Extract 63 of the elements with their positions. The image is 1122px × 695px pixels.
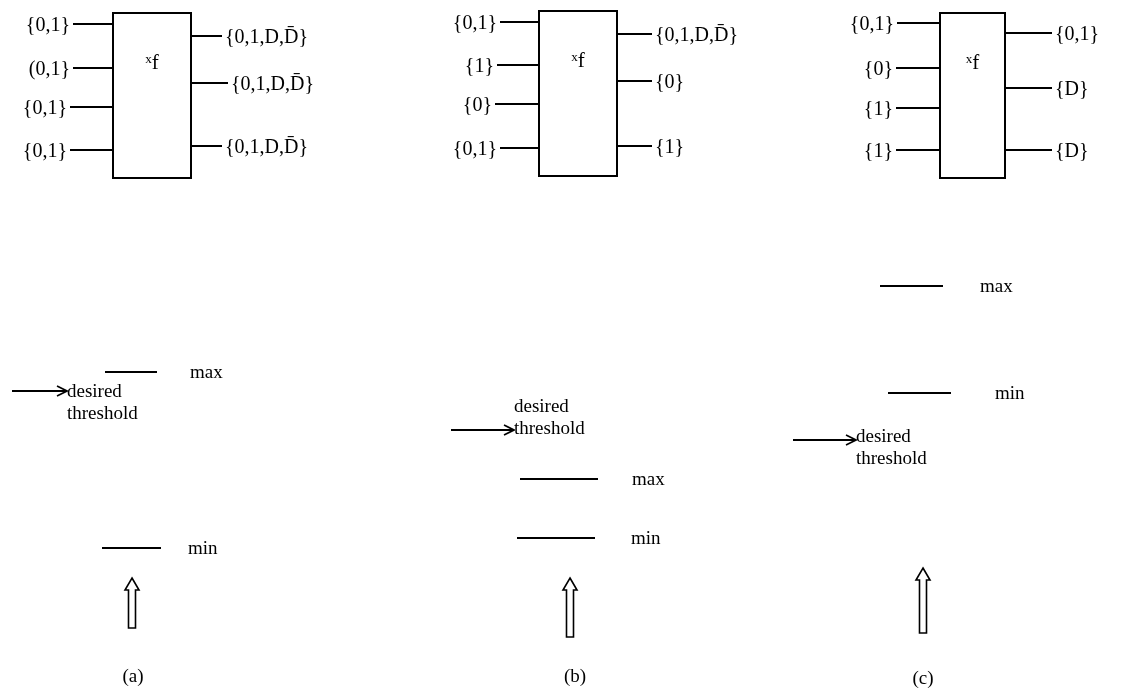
level-label: min: [995, 382, 1025, 404]
signal-line: [191, 82, 229, 84]
level-label: min: [188, 537, 218, 559]
panel-label: (a): [122, 665, 144, 687]
level-label: max: [980, 275, 1013, 297]
panel-label: (c): [912, 667, 934, 689]
signal-values: {1}: [461, 54, 497, 76]
signal-line: [191, 35, 223, 37]
arrow: [450, 424, 515, 436]
signal-line: [895, 149, 940, 151]
signal-values: {0}: [652, 70, 688, 92]
signal-line: [895, 107, 940, 109]
level-label: max: [632, 468, 665, 490]
signal-values: {0,1}: [19, 139, 70, 161]
signal-values: {0,1}: [19, 96, 70, 118]
signal-line: [72, 23, 113, 25]
level-label: max: [190, 361, 223, 383]
function-label: $^{x}$f: [571, 47, 585, 73]
signal-values: {D}: [1052, 77, 1092, 99]
signal-line: [499, 147, 539, 149]
signal-values: {1}: [860, 139, 896, 161]
signal-values: {0}: [459, 93, 495, 115]
signal-line: [72, 67, 113, 69]
signal-line: [895, 67, 940, 69]
signal-values: {0,1}: [22, 13, 73, 35]
signal-line: [69, 149, 113, 151]
arrow: [792, 434, 857, 446]
signal-values: {0,1,D,D̄}: [652, 23, 742, 45]
signal-values: {D}: [1052, 139, 1092, 161]
function-block: [112, 12, 192, 179]
signal-line: [617, 80, 653, 82]
signal-values: {0,1,D,D̄}: [222, 135, 312, 157]
signal-line: [617, 145, 653, 147]
function-block: [939, 12, 1006, 179]
signal-line: [499, 21, 539, 23]
signal-line: [69, 106, 113, 108]
signal-values: {0,1}: [449, 11, 500, 33]
signal-values: {0,1}: [449, 137, 500, 159]
signal-values: {0,1,D,D̄}: [222, 25, 312, 47]
function-label: $^{x}$f: [145, 49, 159, 75]
signal-values: {0,1}: [846, 12, 897, 34]
signal-values: {0,1}: [1052, 22, 1103, 44]
signal-line: [191, 145, 223, 147]
function-label: $^{x}$f: [965, 49, 980, 75]
signal-values: {0,1,D,D̄}: [228, 72, 318, 94]
signal-line: [1005, 87, 1053, 89]
signal-values: {1}: [652, 135, 688, 157]
signal-line: [496, 64, 539, 66]
panel-label: (b): [563, 665, 587, 687]
signal-line: [617, 33, 653, 35]
arrow: [11, 385, 68, 397]
signal-line: [1005, 149, 1053, 151]
signal-line: [896, 22, 940, 24]
threshold-label: desired threshold: [67, 380, 167, 424]
signal-values: {1}: [860, 97, 896, 119]
signal-line: [494, 103, 539, 105]
function-block: [538, 10, 618, 177]
level-label: min: [631, 527, 661, 549]
signal-values: (0,1}: [25, 57, 73, 79]
signal-values: {0}: [860, 57, 896, 79]
threshold-label: desired threshold: [856, 425, 956, 469]
signal-line: [1005, 32, 1053, 34]
threshold-label: desired threshold: [514, 395, 614, 439]
